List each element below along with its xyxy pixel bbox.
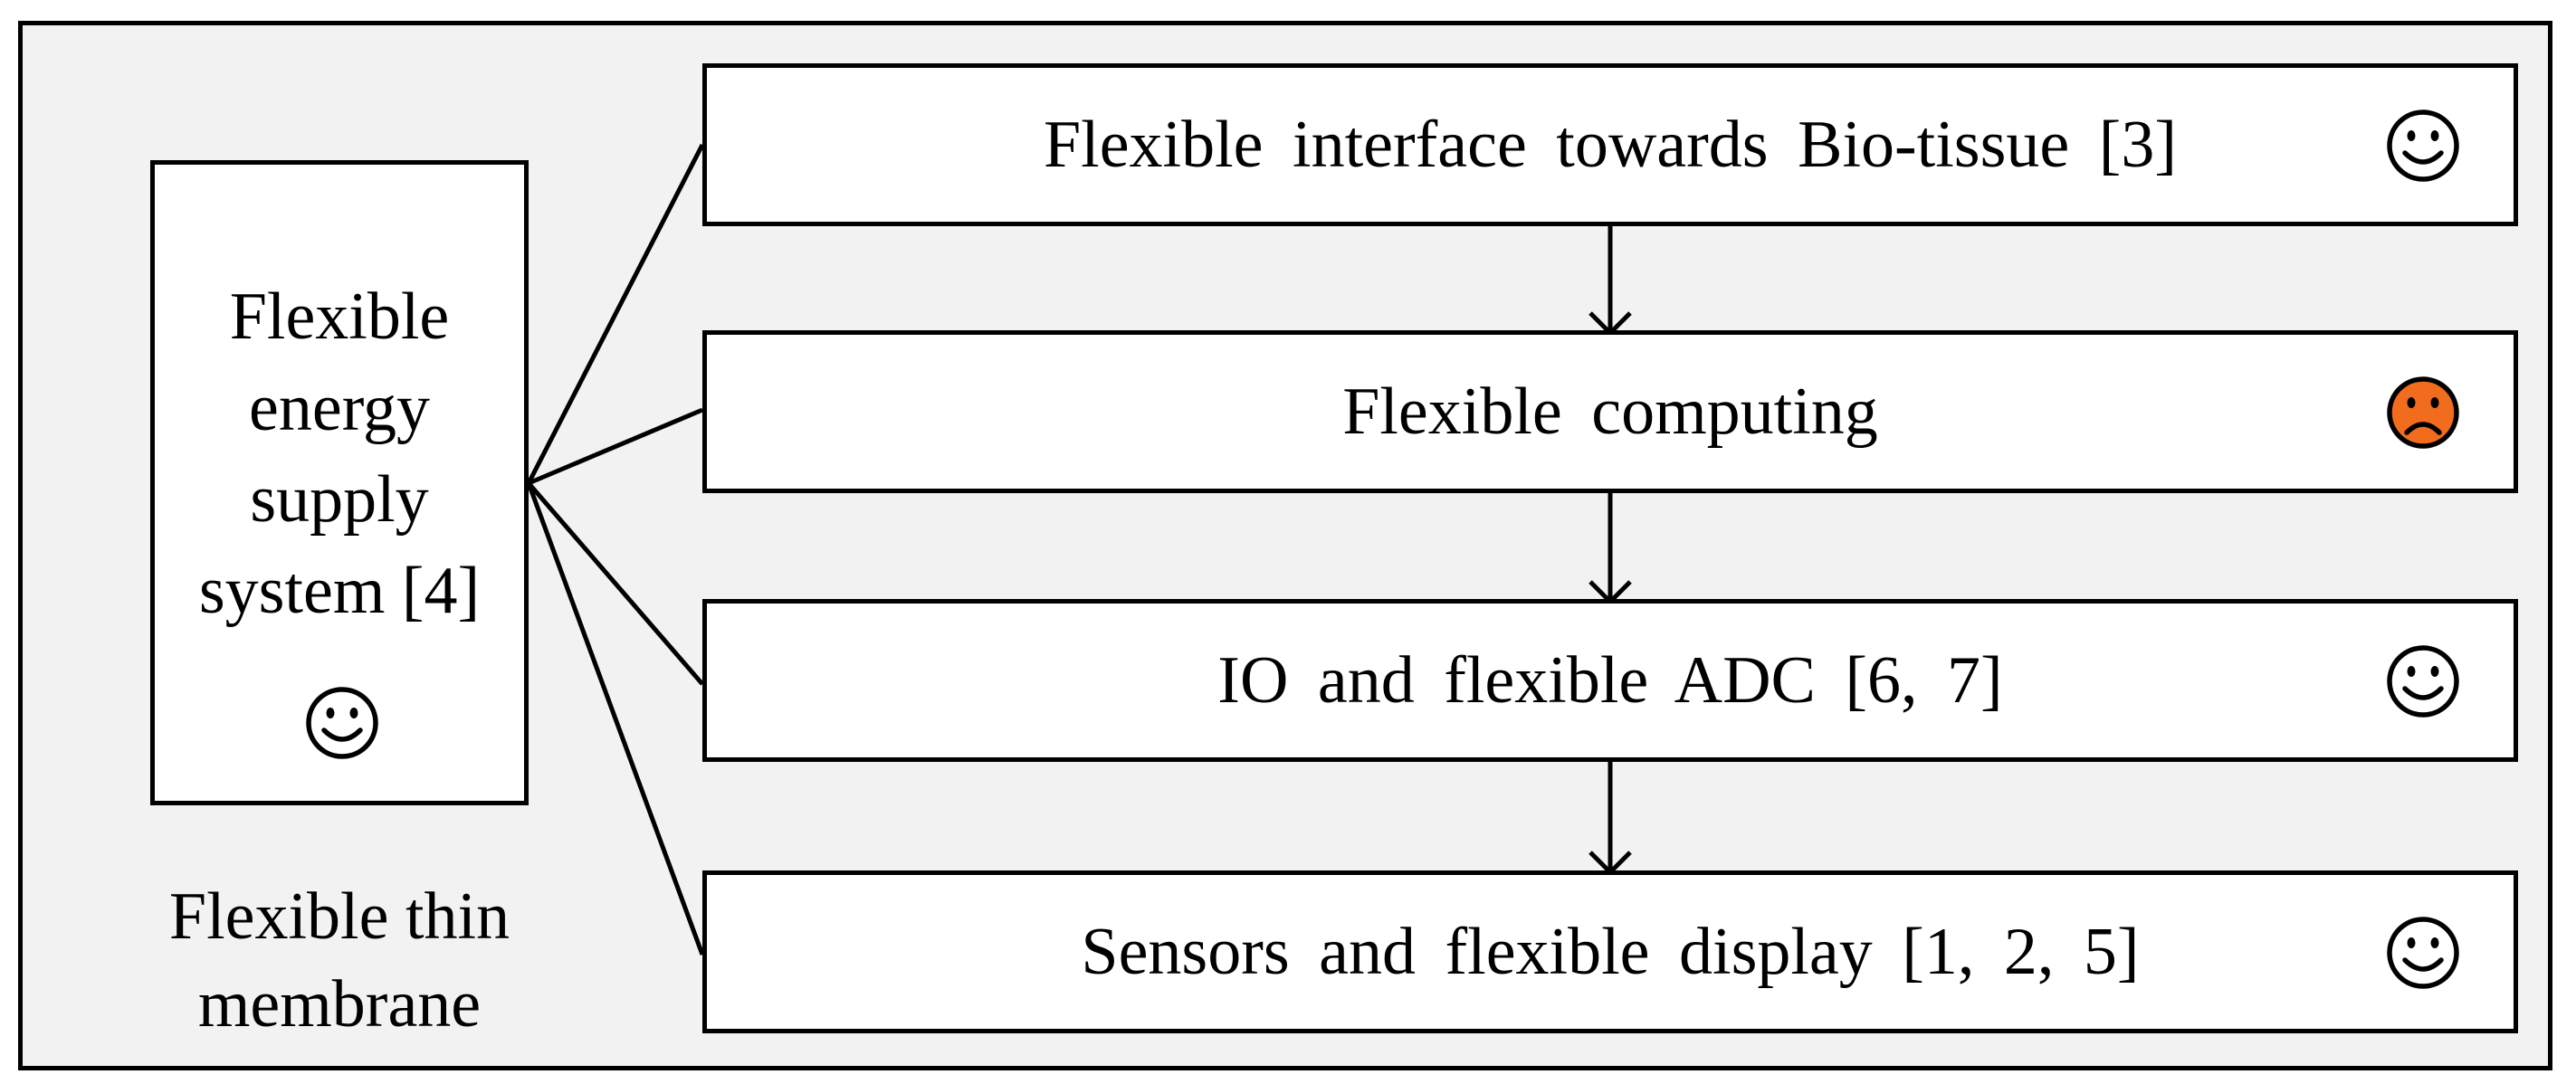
- arrow-interface-to-computing: [1589, 226, 1632, 337]
- component-box-computing: Flexible computing: [702, 330, 2518, 493]
- component-label-interface: Flexible interface towards Bio-tissue [3…: [1044, 107, 2177, 182]
- connector-to-computing: [528, 407, 703, 486]
- happy-face-icon: [306, 687, 378, 759]
- connector-to-io-adc: [527, 481, 704, 686]
- component-box-io-adc: IO and flexible ADC [6, 7]: [702, 599, 2518, 762]
- connector-to-sensors: [526, 482, 705, 956]
- arrow-io-adc-to-sensors: [1589, 762, 1632, 876]
- happy-face-icon: [2387, 109, 2459, 182]
- component-box-interface: Flexible interface towards Bio-tissue [3…: [702, 63, 2518, 226]
- happy-face-icon: [2387, 645, 2459, 718]
- energy-supply-label: Flexible energy supply system [4]: [198, 280, 481, 628]
- component-label-io-adc: IO and flexible ADC [6, 7]: [1217, 642, 2003, 718]
- container-label: Flexible thin membrane: [168, 880, 510, 1041]
- component-label-sensors: Sensors and flexible display [1, 2, 5]: [1081, 914, 2140, 989]
- happy-face-icon: [2387, 917, 2459, 989]
- component-box-sensors: Sensors and flexible display [1, 2, 5]: [702, 870, 2518, 1033]
- connector-to-interface: [526, 143, 705, 485]
- arrow-computing-to-io-adc: [1589, 493, 1632, 605]
- component-label-computing: Flexible computing: [1342, 374, 1878, 449]
- energy-supply-box: Flexible energy supply system [4]: [150, 160, 529, 805]
- sad-face-icon: [2387, 376, 2459, 449]
